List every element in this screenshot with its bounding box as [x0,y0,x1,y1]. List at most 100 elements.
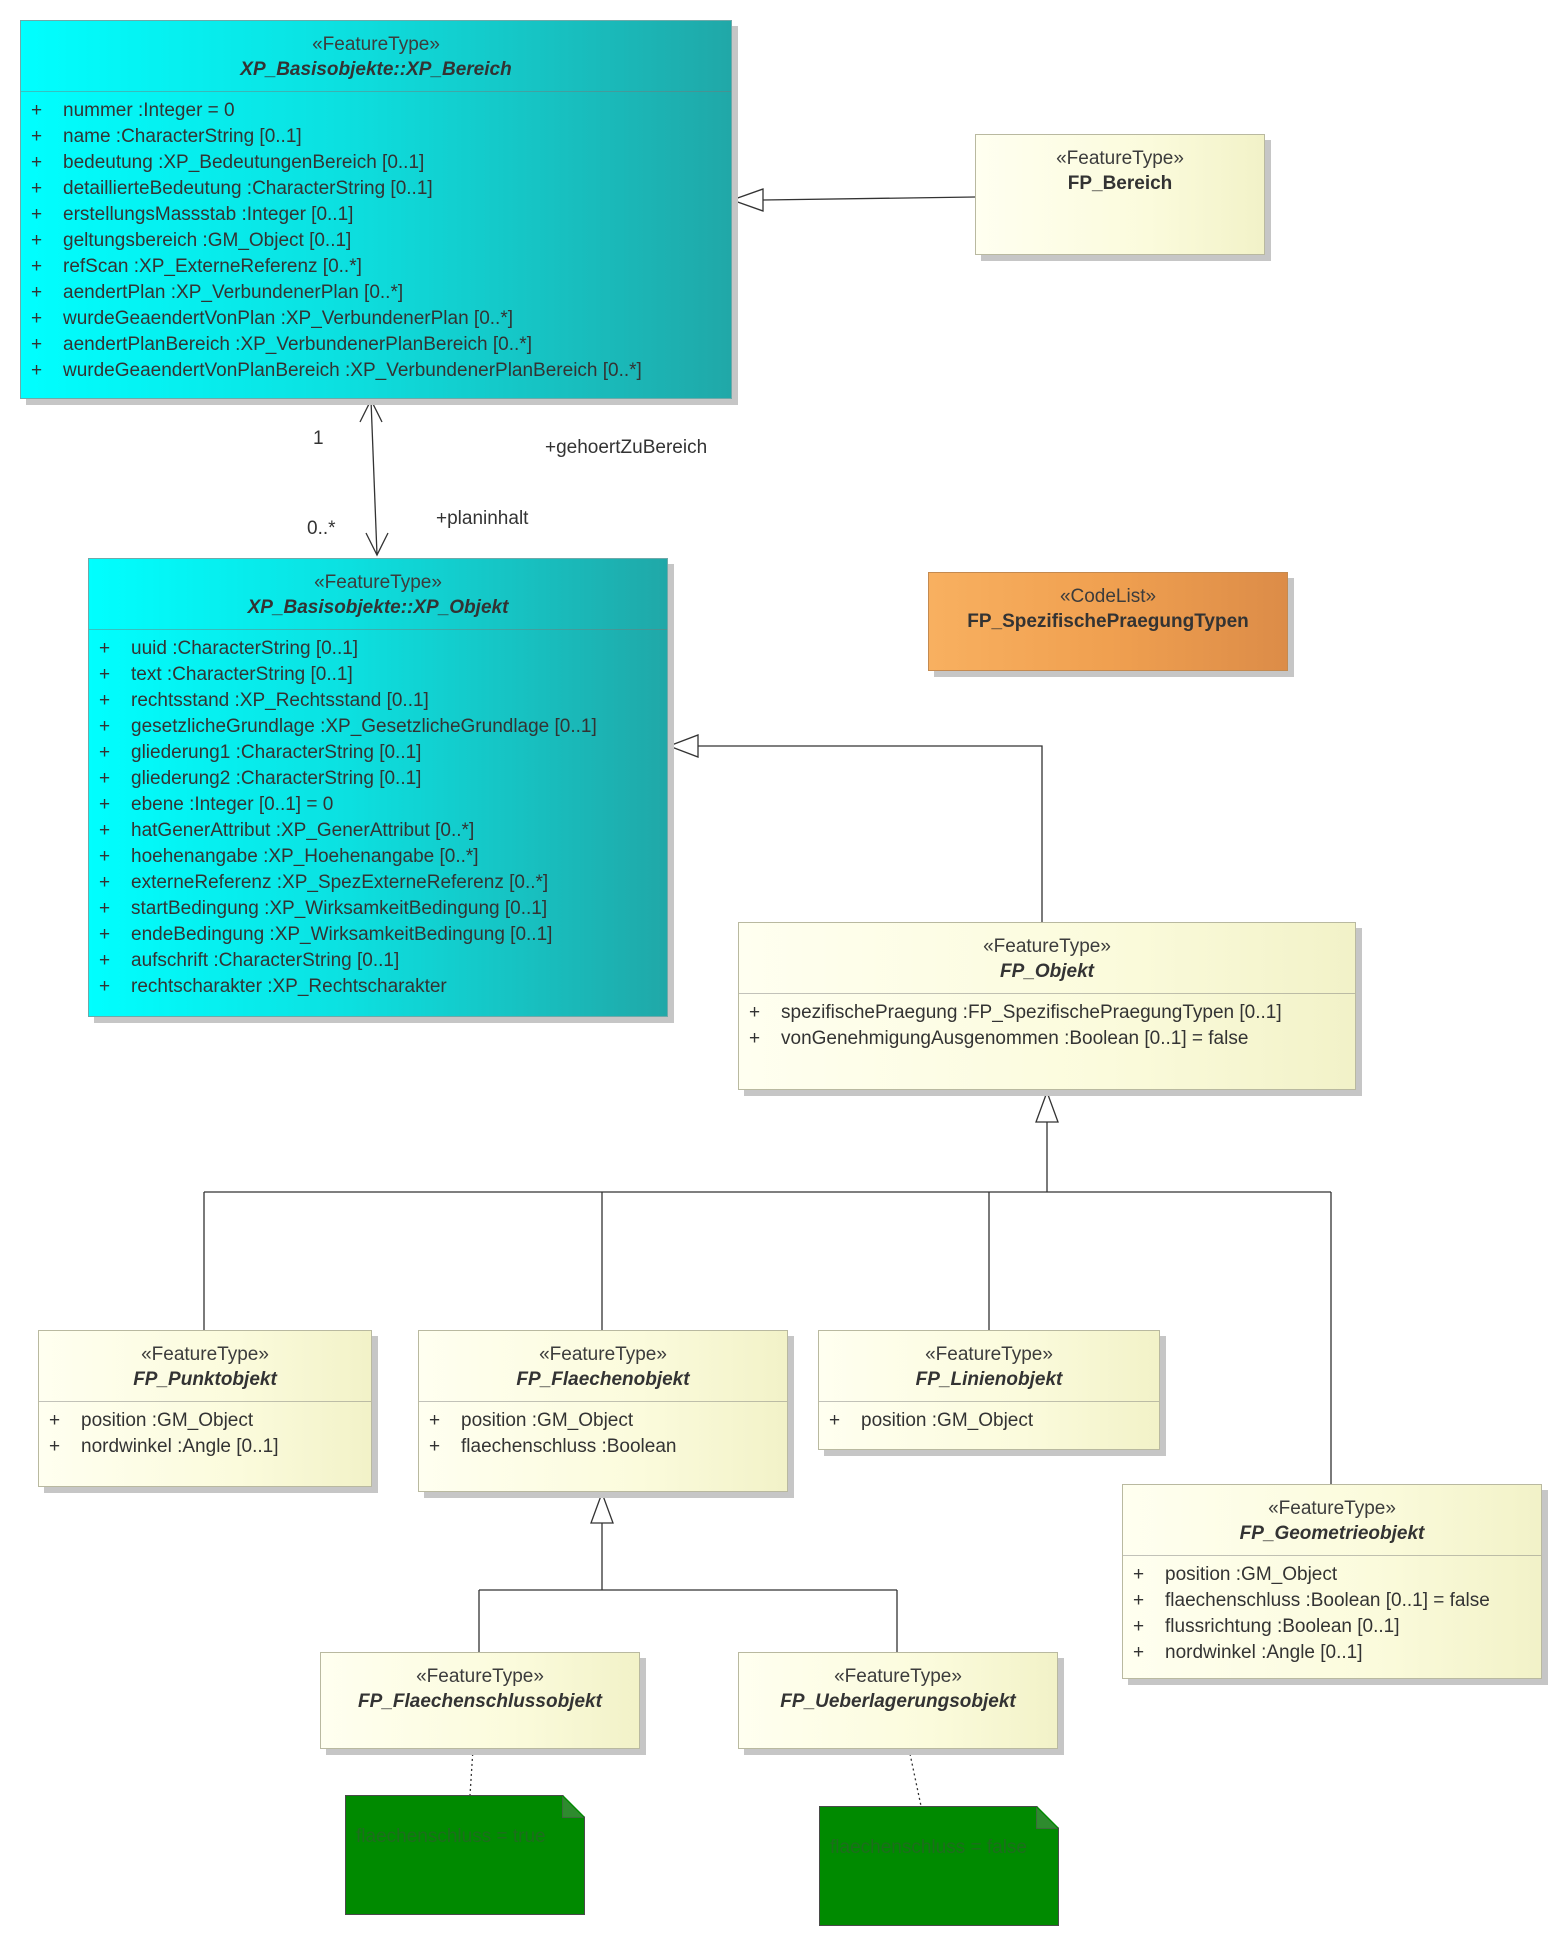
compartment-divider [419,1401,787,1402]
attribute-row: +gliederung1 :CharacterString [0..1] [99,742,422,763]
class-name: FP_Linienobjekt [915,1369,1063,1390]
class-fp-flaechenschlussobjekt[interactable]: «FeatureType» FP_Flaechenschlussobjekt [320,1652,640,1749]
stereotype-label: «FeatureType» [983,936,1111,957]
attribute-row: +position :GM_Object [829,1410,1034,1431]
stereotype-label: «FeatureType» [1056,148,1184,169]
association-line [370,399,378,556]
note-anchor-right [908,1748,922,1807]
attribute-row: +text :CharacterString [0..1] [99,664,353,685]
class-name: FP_Objekt [1000,961,1094,982]
class-name: FP_Punktobjekt [133,1369,277,1390]
attribute-row: +ebene :Integer [0..1] = 0 [99,794,334,815]
arrowhead-bottom [365,532,389,557]
attribute-row: +rechtsstand :XP_Rechtsstand [0..1] [99,690,429,711]
stereotype-label: «FeatureType» [314,572,442,593]
attribute-row: +spezifischePraegung :FP_SpezifischePrae… [749,1002,1282,1023]
class-name: FP_Geometrieobjekt [1239,1523,1425,1544]
attribute-row: +hoehenangabe :XP_Hoehenangabe [0..*] [99,846,479,867]
stereotype-label: «FeatureType» [416,1666,544,1687]
class-name: XP_Basisobjekte::XP_Objekt [247,597,509,618]
attribute-list: +spezifischePraegung :FP_SpezifischePrae… [739,994,1355,1052]
attribute-row: +aendertPlanBereich :XP_VerbundenerPlanB… [31,334,532,355]
class-name: XP_Basisobjekte::XP_Bereich [240,59,512,80]
attribute-row: +gliederung2 :CharacterString [0..1] [99,768,422,789]
attribute-row: +position :GM_Object [49,1410,254,1431]
compartment-divider [39,1401,371,1402]
attribute-row: +flaechenschluss :Boolean [0..1] = false [1133,1590,1490,1611]
stereotype-label: «CodeList» [1059,586,1157,607]
attribute-row: +nummer :Integer = 0 [31,100,235,121]
constraint-note-right[interactable]: flaechenschluss = false [819,1806,1059,1926]
attribute-row: +refScan :XP_ExterneReferenz [0..*] [31,256,362,277]
class-fp-punktobjekt[interactable]: «FeatureType» FP_Punktobjekt +position :… [38,1330,372,1487]
compartment-divider [1123,1555,1541,1556]
attribute-row: +position :GM_Object [429,1410,634,1431]
compartment-divider [819,1401,1159,1402]
attribute-row: +position :GM_Object [1133,1564,1338,1585]
stereotype-label: «FeatureType» [539,1344,667,1365]
class-name: FP_Flaechenobjekt [516,1369,690,1390]
attribute-row: +nordwinkel :Angle [0..1] [49,1436,279,1457]
attribute-row: +geltungsbereich :GM_Object [0..1] [31,230,352,251]
attribute-row: +erstellungsMassstab :Integer [0..1] [31,204,354,225]
attribute-row: +aufschrift :CharacterString [0..1] [99,950,400,971]
note-text: flaechenschluss = true [356,1826,546,1847]
note-anchor-left [469,1748,474,1796]
class-fp-geometrieobjekt[interactable]: «FeatureType» FP_Geometrieobjekt +positi… [1122,1484,1542,1679]
note-fold-icon [1036,1807,1058,1829]
class-name: FP_Ueberlagerungsobjekt [780,1691,1016,1712]
class-fp-bereich[interactable]: «FeatureType» FP_Bereich [975,134,1265,255]
attribute-list: +uuid :CharacterString [0..1] +text :Cha… [89,630,667,1000]
stereotype-label: «FeatureType» [925,1344,1053,1365]
attribute-row: +detaillierteBedeutung :CharacterString … [31,178,433,199]
attribute-row: +externeReferenz :XP_SpezExterneReferenz… [99,872,549,893]
class-fp-linienobjekt[interactable]: «FeatureType» FP_Linienobjekt +position … [818,1330,1160,1450]
attribute-list: +position :GM_Object +flaechenschluss :B… [419,1402,787,1460]
attribute-row: +aendertPlan :XP_VerbundenerPlan [0..*] [31,282,404,303]
attribute-row: +startBedingung :XP_WirksamkeitBedingung… [99,898,548,919]
class-fp-spezifischepraegungtypen[interactable]: «CodeList» FP_SpezifischePraegungTypen [928,572,1288,671]
generalization-arrowhead [590,1491,614,1524]
arrowhead-top [359,398,383,423]
class-name: FP_Flaechenschlussobjekt [358,1691,602,1712]
multiplicity-top: 1 [313,428,324,449]
class-name: FP_Bereich [1067,173,1173,194]
compartment-divider [21,91,731,92]
class-fp-flaechenobjekt[interactable]: «FeatureType» FP_Flaechenobjekt +positio… [418,1330,788,1492]
note-text: flaechenschluss = false [830,1837,1027,1858]
compartment-divider [89,629,667,630]
attribute-row: +name :CharacterString [0..1] [31,126,302,147]
role-planinhalt: +planinhalt [436,508,529,529]
multiplicity-bottom: 0..* [307,518,336,539]
generalization-arrowhead [667,734,699,758]
attribute-row: +wurdeGeaendertVonPlanBereich :XP_Verbun… [31,360,642,381]
attribute-list: +position :GM_Object +nordwinkel :Angle … [39,1402,371,1460]
attribute-list: +position :GM_Object +flaechenschluss :B… [1123,1556,1541,1666]
attribute-row: +bedeutung :XP_BedeutungenBereich [0..1] [31,152,425,173]
attribute-row: +hatGenerAttribut :XP_GenerAttribut [0..… [99,820,475,841]
role-gehoertzubereich: +gehoertZuBereich [545,437,708,458]
attribute-row: +endeBedingung :XP_WirksamkeitBedingung … [99,924,553,945]
stereotype-label: «FeatureType» [834,1666,962,1687]
attribute-row: +vonGenehmigungAusgenommen :Boolean [0..… [749,1028,1249,1049]
generalization-arrowhead [730,188,764,212]
attribute-row: +uuid :CharacterString [0..1] [99,638,359,659]
generalization-fp-objekt [698,745,1043,922]
class-xp-objekt[interactable]: «FeatureType» XP_Basisobjekte::XP_Objekt… [88,558,668,1017]
attribute-row: +flaechenschluss :Boolean [429,1436,677,1457]
constraint-note-left[interactable]: flaechenschluss = true [345,1795,585,1915]
attribute-list: +position :GM_Object [819,1402,1159,1434]
class-xp-bereich[interactable]: «FeatureType» XP_Basisobjekte::XP_Bereic… [20,20,732,399]
class-fp-objekt[interactable]: «FeatureType» FP_Objekt +spezifischePrae… [738,922,1356,1090]
class-fp-ueberlagerungsobjekt[interactable]: «FeatureType» FP_Ueberlagerungsobjekt [738,1652,1058,1749]
stereotype-label: «FeatureType» [1268,1498,1396,1519]
note-fold-icon [562,1796,584,1818]
class-name: FP_SpezifischePraegungTypen [967,611,1249,632]
attribute-row: +flussrichtung :Boolean [0..1] [1133,1616,1400,1637]
compartment-divider [739,993,1355,994]
generalization-fp-bereich [762,196,976,201]
stereotype-label: «FeatureType» [312,34,440,55]
attribute-row: +gesetzlicheGrundlage :XP_GesetzlicheGru… [99,716,597,737]
